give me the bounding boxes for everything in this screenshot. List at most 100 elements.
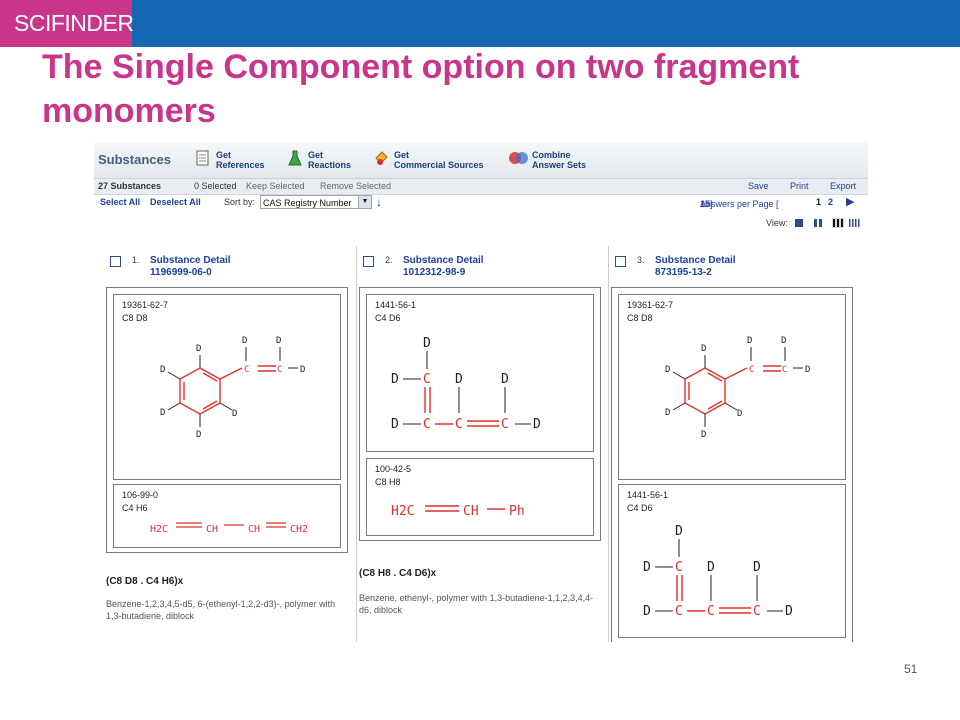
- component-box[interactable]: 1441-56-1 C4 D6 D D D D D D C C C: [366, 294, 594, 452]
- component-registry: 19361-62-7: [627, 300, 674, 310]
- component-formula: C8 H8: [375, 477, 401, 487]
- flask-icon: [288, 150, 302, 166]
- result-checkbox-2[interactable]: [363, 256, 374, 267]
- atom-label: D: [196, 430, 201, 440]
- component-box[interactable]: 100-42-5 C8 H8 H2C CH Ph: [366, 458, 594, 536]
- substance-registry-number[interactable]: 1196999-06-0: [150, 267, 212, 278]
- view-two-col-icon: [814, 219, 817, 227]
- substance-registry-number[interactable]: 873195-13-2: [655, 267, 712, 278]
- view-mode-icons[interactable]: [794, 218, 864, 228]
- atom-label: C: [753, 604, 761, 619]
- result-checkbox-1[interactable]: [110, 256, 121, 267]
- atom-label: D: [455, 372, 463, 387]
- polymer-formula: (C8 D8 . C4 H6)x: [106, 576, 184, 587]
- combine-icon: [509, 152, 528, 164]
- atom-label: D: [785, 604, 793, 619]
- atom-label: C: [707, 604, 715, 619]
- get-reactions-line1: Get: [308, 150, 324, 160]
- view-options-row: View:: [94, 216, 868, 230]
- answers-per-page-label: Answers per Page [: [700, 199, 779, 209]
- atom-label: D: [533, 417, 541, 432]
- atom-label: D: [701, 430, 706, 440]
- answers-per-page-close: ]: [710, 199, 713, 209]
- atom-label: C: [244, 365, 249, 375]
- atom-label: D: [232, 409, 237, 419]
- view-label: View:: [766, 218, 788, 228]
- get-reactions-line2: Reactions: [308, 160, 352, 170]
- atom-label: D: [391, 372, 399, 387]
- component-registry: 1441-56-1: [627, 490, 669, 500]
- atom-label: CH2: [290, 524, 308, 535]
- atom-label: D: [300, 365, 305, 375]
- brand-logo: SCIFINDER: [0, 0, 134, 47]
- result-number: 2.: [385, 255, 393, 265]
- structure-styrene-d8: D D D D D D D D C C: [665, 336, 810, 440]
- atom-label: D: [675, 524, 683, 539]
- page-1-link[interactable]: 1: [816, 197, 822, 207]
- substance-registry-number[interactable]: 1012312-98-9: [403, 267, 466, 278]
- component-box[interactable]: 19361-62-7 C8 D8 D: [113, 294, 341, 480]
- deselect-all-link[interactable]: Deselect All: [150, 197, 201, 207]
- page-2-link[interactable]: 2: [828, 197, 834, 207]
- remove-selected-button[interactable]: Remove Selected: [320, 181, 392, 191]
- component-box[interactable]: 106-99-0 C4 H6 H2C CH CH CH2: [113, 484, 341, 548]
- atom-label: CH: [206, 524, 218, 535]
- substance-detail-link[interactable]: Substance Detail: [403, 255, 484, 266]
- view-three-col-icon: [833, 219, 835, 227]
- keep-selected-button[interactable]: Keep Selected: [246, 181, 305, 191]
- structure-styrene: H2C CH Ph: [391, 504, 525, 519]
- substance-detail-link[interactable]: Substance Detail: [655, 255, 736, 266]
- polymer-name: Benzene-1,2,3,4,5-d5, 6-(ethenyl-1,2,2-d…: [106, 599, 336, 621]
- view-four-col-icon: [849, 219, 851, 227]
- atom-label: H2C: [150, 524, 168, 535]
- atom-label: D: [160, 408, 165, 418]
- combine-line2: Answer Sets: [532, 160, 587, 170]
- selected-count: 0 Selected: [194, 181, 237, 191]
- atom-label: C: [455, 417, 463, 432]
- structure-butadiene-d6: D D D D D D C C C C: [391, 336, 541, 432]
- next-page-icon[interactable]: ▶: [846, 196, 855, 208]
- commercial-icon: [375, 151, 388, 165]
- select-all-link[interactable]: Select All: [100, 197, 141, 207]
- atom-label: D: [747, 336, 752, 346]
- component-box[interactable]: 1441-56-1 C4 D6 D D D D D D C C C: [618, 484, 846, 638]
- structure-butadiene-d6: D D D D D D C C C C: [643, 524, 793, 619]
- atom-label: D: [643, 560, 651, 575]
- component-formula: C4 D6: [627, 503, 653, 513]
- result-checkbox-3[interactable]: [615, 256, 626, 267]
- atom-label: D: [753, 560, 761, 575]
- atom-label: D: [423, 336, 431, 351]
- save-button[interactable]: Save: [748, 181, 769, 191]
- slide-page-number: 51: [904, 662, 918, 676]
- component-registry: 106-99-0: [122, 490, 159, 500]
- atom-label: D: [242, 336, 247, 346]
- combine-line1: Combine: [532, 150, 571, 160]
- sort-by-select[interactable]: CAS Registry Number ▼: [260, 195, 372, 209]
- atom-label: H2C: [391, 504, 414, 519]
- component-box[interactable]: 19361-62-7 C8 D8 D: [618, 294, 846, 480]
- atom-label: CH: [463, 504, 479, 519]
- print-button[interactable]: Print: [790, 181, 809, 191]
- atom-label: D: [781, 336, 786, 346]
- component-registry: 19361-62-7: [122, 300, 169, 310]
- result-count: 27 Substances: [98, 181, 162, 191]
- atom-label: D: [160, 365, 165, 375]
- export-button[interactable]: Export: [830, 181, 857, 191]
- substance-detail-link[interactable]: Substance Detail: [150, 255, 231, 266]
- result-number: 3.: [637, 255, 645, 265]
- sort-direction-icon[interactable]: ↓: [376, 195, 382, 209]
- structure-styrene-d8: D D D D D D D D C C: [160, 336, 305, 440]
- atom-label: D: [501, 372, 509, 387]
- answers-per-page-value: 15: [700, 199, 711, 209]
- atom-label: D: [805, 365, 810, 375]
- sort-by-value: CAS Registry Number: [263, 198, 352, 208]
- atom-label: D: [276, 336, 281, 346]
- selection-sort-row: Select All Deselect All Sort by: CAS Reg…: [94, 195, 868, 211]
- answers-per-page-link[interactable]: Answers per Page [15]: [700, 199, 779, 209]
- get-commercial-line1: Get: [394, 150, 410, 160]
- component-registry: 100-42-5: [375, 464, 412, 474]
- result-card-2: 2. Substance Detail 1012312-98-9 1441-56…: [356, 246, 609, 642]
- atom-label: D: [665, 408, 670, 418]
